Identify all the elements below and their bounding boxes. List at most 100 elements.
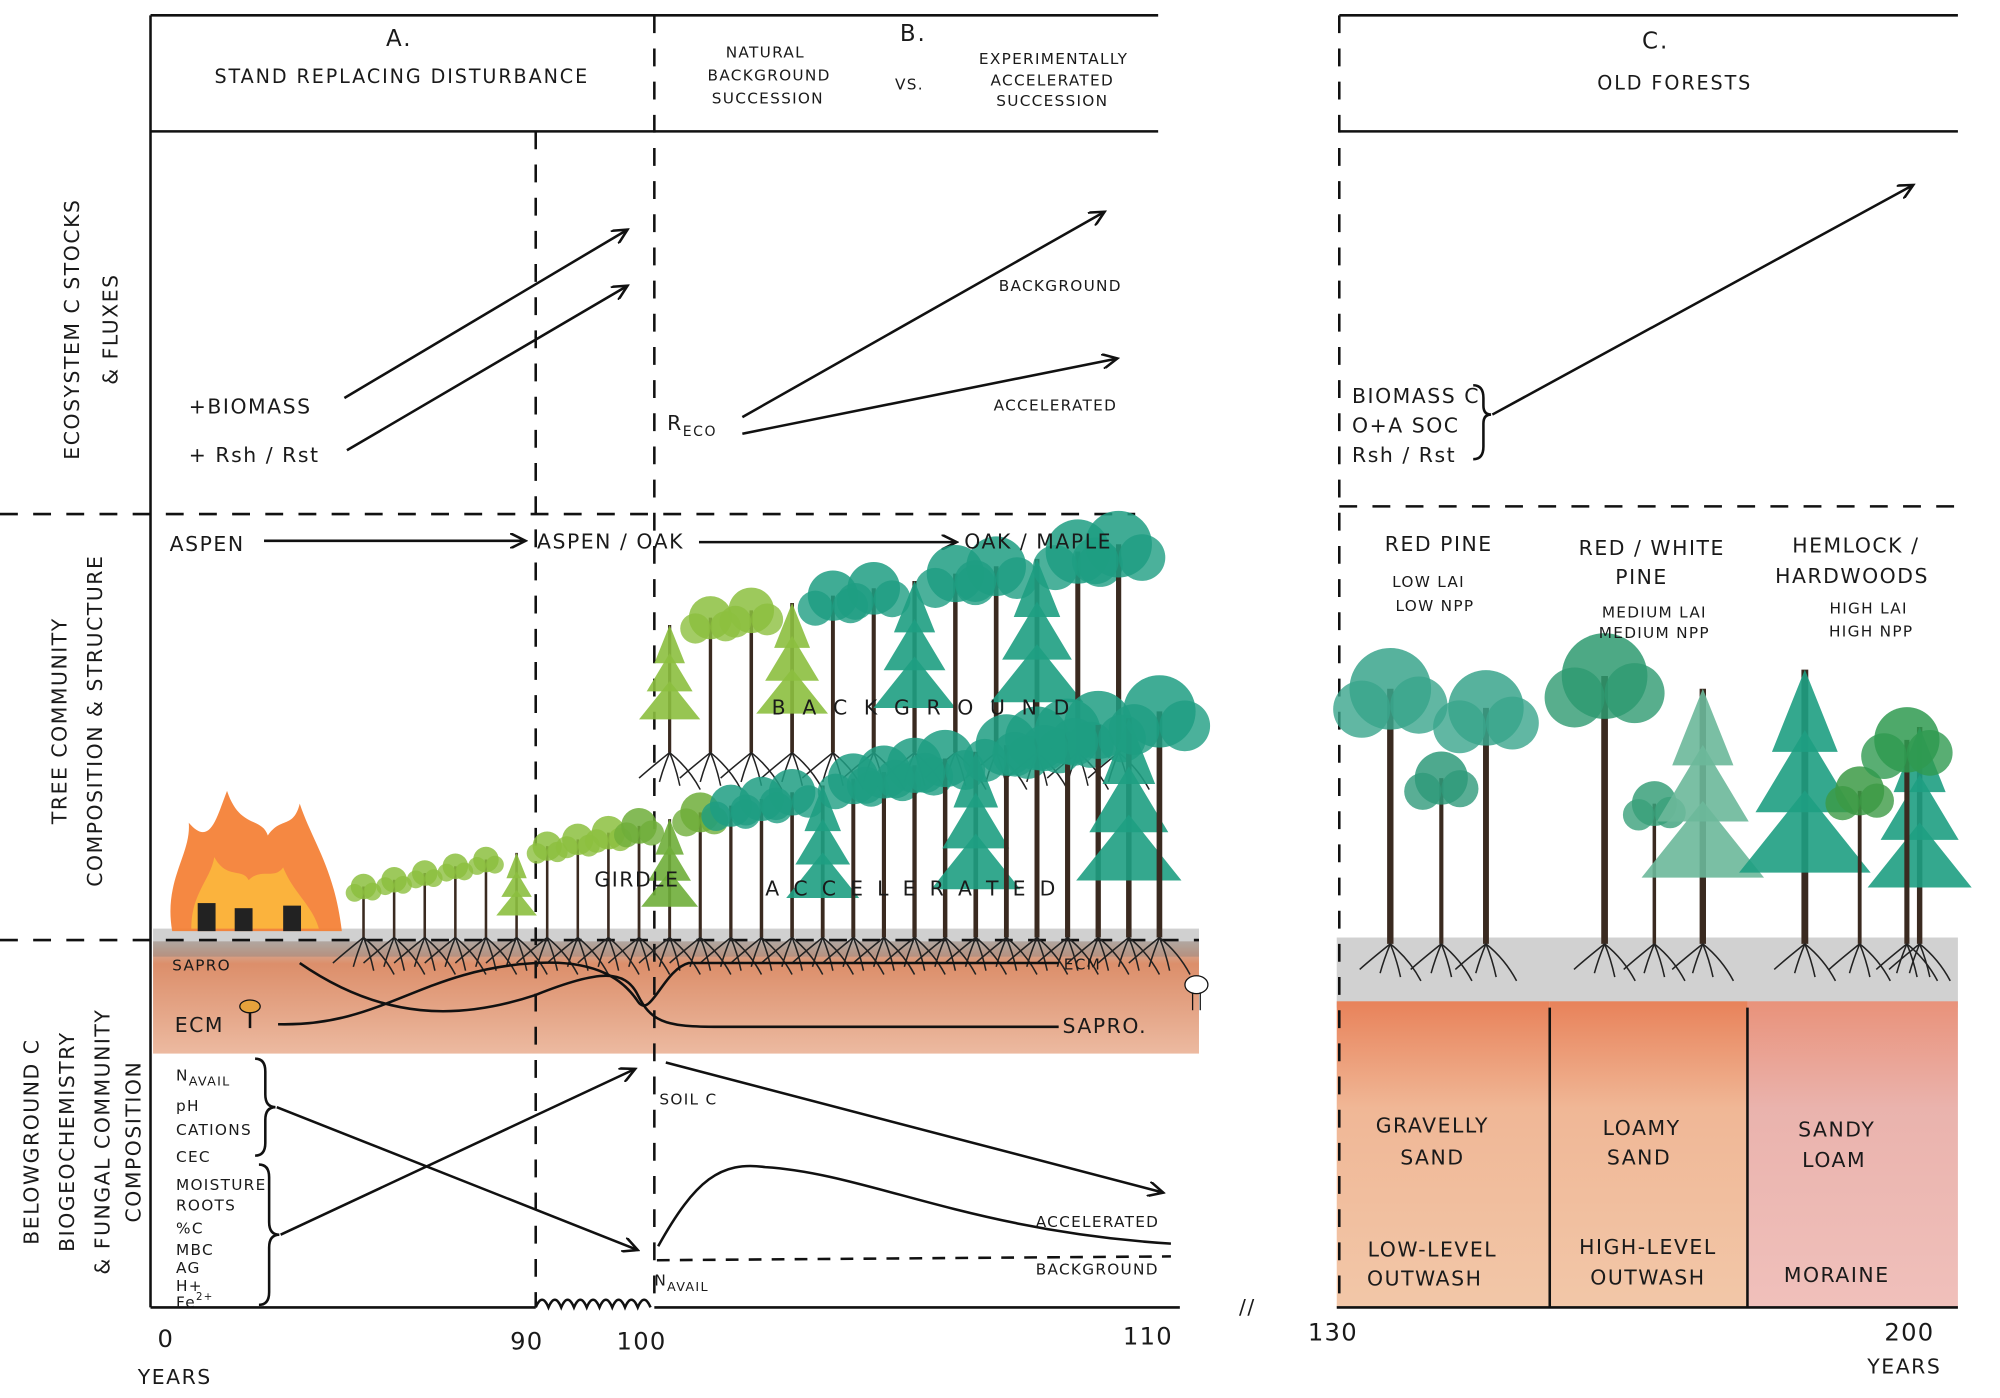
svg-text:& FLUXES: & FLUXES: [98, 273, 122, 384]
tree-icon: [1404, 751, 1479, 982]
brace-group2: [258, 1163, 280, 1307]
var-moisture: MOISTURE: [176, 1176, 266, 1194]
var-fe: Fe2+: [176, 1292, 214, 1312]
line-navail-background: [656, 1255, 1171, 1262]
tree-icon: [756, 602, 828, 790]
tree-icon: [1825, 766, 1894, 982]
tick-0: 0: [157, 1325, 174, 1353]
row-label-tree: TREE COMMUNITY COMPOSITION & STRUCTURE: [47, 555, 107, 887]
panel-b-natural: NATURAL: [726, 43, 805, 61]
svg-text:BELOWGROUND C: BELOWGROUND C: [19, 1038, 43, 1244]
tree-icon: [990, 558, 1084, 790]
arrow-rsh: [346, 286, 628, 452]
panel-b-experimentally: EXPERIMENTALLY: [979, 50, 1128, 68]
label-high-lai: HIGH LAI: [1829, 600, 1907, 618]
label-medium-npp: MEDIUM NPP: [1599, 624, 1710, 642]
svg-text:COMPOSITION: COMPOSITION: [121, 1061, 145, 1223]
var-pct-c: %C: [176, 1219, 204, 1237]
tree-icon: [577, 815, 640, 975]
panel-c-letter: C.: [1642, 28, 1669, 54]
tick-200: 200: [1884, 1319, 1934, 1347]
tick-130: 130: [1308, 1319, 1358, 1347]
panel-b-succession-r: SUCCESSION: [996, 92, 1108, 110]
panel-a-letter: A.: [386, 26, 412, 52]
label-accelerated-navail: ACCELERATED: [1036, 1213, 1160, 1231]
label-aspen: ASPEN: [170, 532, 245, 556]
tree-icon: [485, 852, 548, 975]
tree-icon: [393, 860, 457, 975]
tree-icon: [1108, 675, 1211, 975]
arrow-group1-decrease: [276, 1105, 638, 1250]
frame: [0, 14, 1958, 1311]
var-roots: ROOTS: [176, 1196, 236, 1214]
svg-text:COMPOSITION & STRUCTURE: COMPOSITION & STRUCTURE: [83, 555, 107, 887]
label-reco: RECO: [667, 411, 717, 440]
curve-ecm: [278, 961, 1059, 1026]
brace-group1: [255, 1057, 276, 1157]
label-aspen-oak: ASPEN / OAK: [537, 529, 684, 553]
soil-texture-sand1: SAND: [1400, 1146, 1464, 1170]
label-ecm-left: ECM: [175, 1013, 224, 1037]
label-old-biomass: BIOMASS C: [1352, 384, 1480, 408]
tree-icon: [638, 625, 701, 790]
curve-navail-accelerated: [657, 1164, 1171, 1247]
axis-break: //: [1239, 1295, 1256, 1319]
panel-c-title: OLD FORESTS: [1597, 71, 1752, 94]
tree-icon: [786, 785, 860, 975]
panel-a-title: STAND REPLACING DISTURBANCE: [215, 65, 590, 88]
tree-icon: [332, 873, 395, 975]
var-cec: CEC: [176, 1148, 211, 1166]
label-accelerated-stand: A C C E L E R A T E D: [765, 876, 1059, 900]
axis-unit-left: YEARS: [137, 1365, 212, 1389]
label-sapro-left: SAPRO: [172, 957, 231, 975]
arrow-biomass: [343, 230, 627, 400]
arrow-soil-c: [665, 1061, 1163, 1193]
soil-texture-sandy: SANDY: [1798, 1118, 1875, 1142]
svg-text:BIOGEOCHEMISTRY: BIOGEOCHEMISTRY: [55, 1031, 79, 1252]
tree-icon: [607, 808, 671, 975]
label-old-rsh: Rsh / Rst: [1352, 443, 1456, 467]
mushroom-icon: [1184, 975, 1209, 1011]
tree-icon: [1333, 647, 1448, 982]
label-rsh-rst: + Rsh / Rst: [189, 443, 320, 467]
soil-origin-moraine: MORAINE: [1784, 1263, 1890, 1287]
svg-text:TREE COMMUNITY: TREE COMMUNITY: [47, 617, 71, 825]
label-red-pine-npp: LOW NPP: [1396, 597, 1475, 615]
panel-b-background: BACKGROUND: [708, 66, 831, 84]
arrow-group2-increase: [280, 1069, 636, 1236]
tree-icon: [1739, 669, 1871, 982]
soil-origin-outwash2: OUTWASH: [1590, 1265, 1705, 1289]
soil-origin-outwash1: OUTWASH: [1367, 1267, 1482, 1291]
label-oak-maple: OAK / MAPLE: [964, 529, 1112, 553]
soil-texture-loamy: LOAMY: [1603, 1116, 1681, 1140]
tree-icon: [954, 536, 1038, 790]
label-background-stand: B A C K G R O U N D: [772, 695, 1075, 719]
soil-origin-high-level: HIGH-LEVEL: [1579, 1235, 1717, 1259]
label-background-navail: BACKGROUND: [1036, 1260, 1159, 1278]
panel-b-letter: B.: [900, 21, 927, 47]
label-pine: PINE: [1615, 565, 1668, 589]
soil-texture-gravelly: GRAVELLY: [1376, 1114, 1489, 1138]
tree-icon: [1861, 707, 1953, 982]
var-cations: CATIONS: [176, 1121, 252, 1139]
panel-b-succession-l: SUCCESSION: [712, 89, 824, 107]
arrow-old-forest: [1491, 185, 1913, 416]
row-label-belowground: BELOWGROUND C BIOGEOCHEMISTRY & FUNGAL C…: [19, 1009, 145, 1275]
label-navail: NAVAIL: [654, 1272, 709, 1295]
soil-profile-gravelly-sand: [1336, 1001, 1550, 1308]
tick-90: 90: [510, 1328, 543, 1356]
curve-sapro: [299, 961, 1059, 1029]
label-high-npp: HIGH NPP: [1829, 623, 1913, 641]
row-label-ecosystem: ECOSYSTEM C STOCKS & FLUXES: [60, 199, 122, 460]
tree-icon: [363, 867, 426, 975]
label-old-soc: O+A SOC: [1352, 413, 1460, 437]
label-sapro-right: SAPRO.: [1063, 1014, 1148, 1038]
mushroom-icon: [239, 999, 261, 1029]
panel-b-accelerated: ACCELERATED: [991, 71, 1115, 89]
tree-icon: [1071, 510, 1166, 790]
label-biomass: +BIOMASS: [189, 394, 312, 418]
label-background-flux: BACKGROUND: [999, 277, 1122, 295]
tree-icon: [1641, 688, 1765, 982]
tree-icon: [719, 587, 784, 790]
